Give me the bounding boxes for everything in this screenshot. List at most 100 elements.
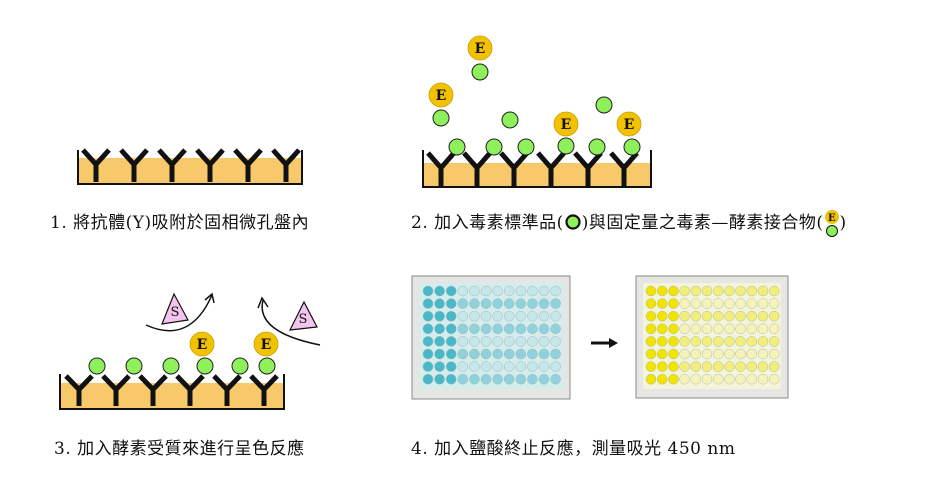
antibody-y: [426, 151, 456, 186]
plate-well: [668, 348, 679, 360]
plate-well: [668, 373, 679, 385]
toxin-molecule: [588, 138, 606, 156]
plate-well: [457, 298, 468, 309]
antibody-y: [249, 374, 279, 406]
plate-well: [645, 373, 657, 385]
plate-well: [657, 348, 668, 360]
plate-well: [713, 336, 724, 347]
toxin-molecule: [623, 138, 641, 156]
well-solution: [78, 158, 302, 184]
toxin-enzyme-conjugate-icon: E: [824, 210, 839, 237]
plate-well: [492, 373, 503, 385]
toxin-molecule: [231, 357, 249, 375]
plate-well: [757, 373, 769, 385]
substrate-triangle: S: [161, 292, 189, 325]
plate-well: [527, 348, 538, 360]
toxin-standard-icon: [565, 214, 581, 230]
plate-well: [480, 336, 492, 347]
plate-well: [735, 323, 746, 335]
step4-panel: 4. 加入鹽酸終止反應，測量吸光 450 nm: [0, 250, 950, 495]
plate-well: [690, 310, 701, 322]
plate-well: [668, 298, 679, 309]
plate-well: [446, 285, 457, 297]
plate-well: [668, 323, 679, 335]
plate-well: [515, 336, 526, 347]
plate-well: [480, 285, 492, 297]
step2-caption: 2. 加入毒素標準品()與固定量之毒素—酵素接合物(E): [411, 208, 847, 238]
antibody-y: [175, 374, 205, 406]
plate-well: [769, 361, 780, 372]
plate-well: [480, 310, 492, 322]
plate-well: [645, 336, 657, 347]
plate-well: [504, 348, 515, 360]
plate-well: [434, 323, 445, 335]
plate-well: [550, 373, 561, 385]
plate-well: [746, 285, 757, 297]
plate-well: [422, 285, 434, 297]
plate-well: [492, 323, 503, 335]
plate-well: [668, 336, 679, 347]
plate-well: [769, 323, 780, 335]
plate-well: [746, 348, 757, 360]
plate-well: [480, 361, 492, 372]
step1-caption: 1. 將抗體(Y)吸附於固相微孔盤內: [50, 213, 310, 233]
plate-well: [538, 336, 550, 347]
toxin-molecule: [162, 357, 180, 375]
plate-well: [657, 298, 668, 309]
plate-well: [469, 323, 480, 335]
plate-well: [657, 336, 668, 347]
plate-well: [735, 310, 746, 322]
plate-well: [469, 285, 480, 297]
plate-well: [645, 348, 657, 360]
plate-well: [504, 310, 515, 322]
enzyme-text: E: [197, 337, 208, 353]
antibody-y: [212, 374, 242, 406]
enzyme-label-e: E: [189, 331, 215, 357]
plate-well: [446, 336, 457, 347]
plate-well: [422, 336, 434, 347]
plate-well: [457, 348, 468, 360]
plate-well: [701, 373, 713, 385]
plate-well: [457, 361, 468, 372]
plate-well: [679, 323, 690, 335]
plate-well: [757, 298, 769, 309]
blue-microplate-photo: [411, 275, 571, 400]
plate-well: [757, 361, 769, 372]
microplate-well: [59, 374, 285, 410]
plate-well: [527, 310, 538, 322]
plate-well: [550, 285, 561, 297]
plate-well: [538, 348, 550, 360]
well-grid: [645, 285, 780, 385]
plate-well: [457, 310, 468, 322]
plate-well: [679, 310, 690, 322]
plate-well: [735, 298, 746, 309]
enzyme-icon-label: E: [827, 213, 835, 224]
antibody-y: [195, 148, 225, 182]
plate-well: [757, 348, 769, 360]
plate-well: [434, 336, 445, 347]
plate-well: [538, 310, 550, 322]
plate-well: [769, 298, 780, 309]
plate-well: [724, 323, 735, 335]
plate-well: [713, 323, 724, 335]
step1-diagram: [77, 148, 303, 185]
plate-well: [446, 323, 457, 335]
plate-well: [538, 285, 550, 297]
plate-well: [713, 298, 724, 309]
plate-well: [469, 361, 480, 372]
plate-well: [690, 348, 701, 360]
toxin-molecule: [258, 357, 276, 375]
plate-well: [724, 285, 735, 297]
plate-well: [515, 361, 526, 372]
free-molecules: EE: [428, 35, 613, 129]
plate-well: [735, 361, 746, 372]
toxin-molecule: [125, 357, 143, 375]
plate-well: [657, 361, 668, 372]
plate-well: [757, 336, 769, 347]
plate-well: [724, 310, 735, 322]
plate-well: [515, 323, 526, 335]
plate-well: [504, 336, 515, 347]
